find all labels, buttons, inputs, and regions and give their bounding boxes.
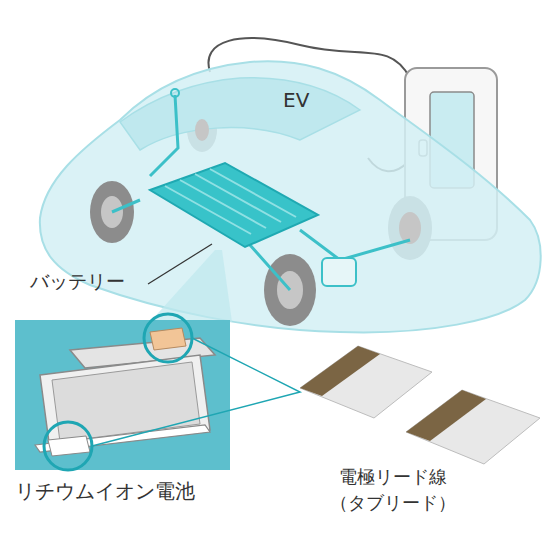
panel-caption: リチウムイオン電池 [15,478,195,505]
tab-lead-gloss [310,339,386,388]
cell-body [40,355,210,450]
charge-port [171,89,179,97]
wheel-hub [399,212,421,244]
car-window [120,78,360,150]
part-label: EV [283,86,343,115]
tab-lead [406,390,540,464]
highlight-circle [144,314,192,362]
cell-face [52,362,200,442]
battery-stripe [165,169,296,234]
part-label: バッテリー [30,268,160,296]
cell-layer [70,338,215,368]
tab-lead [300,346,432,418]
motor [322,258,356,286]
inset-panel: リチウムイオン電池 [15,320,230,470]
pointer-line [92,338,300,446]
part-label: 電極リード線 （タブリード） [318,464,468,516]
battery-pack [150,163,318,247]
zoom-cone [150,250,232,322]
drive-line [112,95,410,290]
wheel-hub [195,119,209,141]
tab-lead-band [300,346,380,396]
cell-edge [35,425,210,452]
tab-negative [48,436,90,456]
car-body [40,61,541,332]
tab-lead-band [406,390,486,441]
tab-positive [150,328,186,350]
highlight-circle [44,422,92,470]
